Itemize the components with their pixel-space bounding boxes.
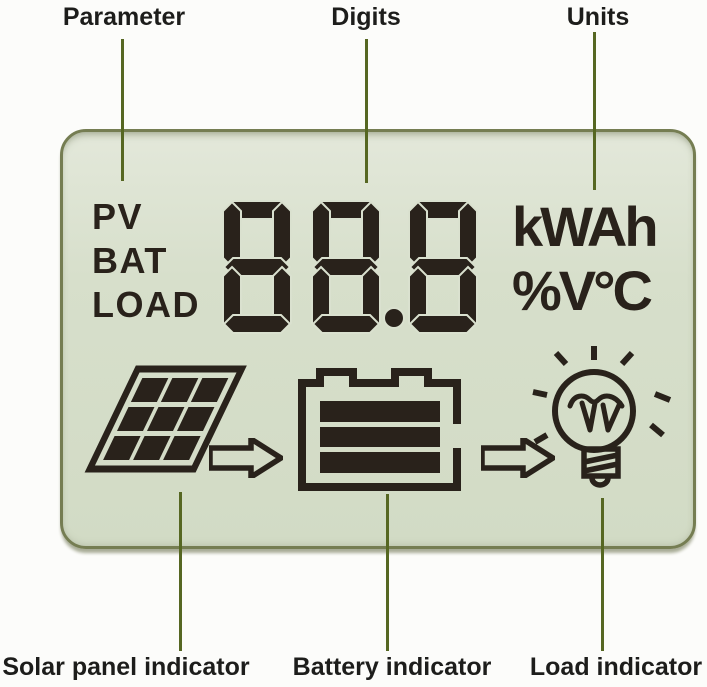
callout-line-parameter [121,39,124,181]
callout-line-battery-indicator [386,494,389,651]
seven-segment-digits [222,200,478,334]
right-arrow-icon [209,438,283,478]
decimal-point [383,307,405,329]
lcd-param-bat: BAT [92,240,168,281]
lcd-param-load: LOAD [92,284,200,325]
lcd-units: kWAh %V°C [512,195,659,323]
bulb-filament [567,393,625,433]
callout-line-units [593,32,596,190]
callout-line-load-indicator [601,498,604,651]
callout-label-digits: Digits [331,3,401,31]
callout-label-battery-indicator: Battery indicator [292,653,492,681]
callout-label-parameter: Parameter [62,3,186,31]
lcd-units-line1: kWAh [512,195,659,258]
digit-8 [222,200,292,334]
bulb-rays [532,346,672,445]
lcd-parameter-labels: PV BAT LOAD [92,195,200,327]
right-arrow-icon [481,438,555,478]
callout-line-solar-indicator [179,492,182,651]
lcd-units-line2: %V°C [512,259,653,322]
battery-icon [298,368,461,491]
callout-label-solar-indicator: Solar panel indicator [2,653,250,681]
digit-8 [311,200,381,334]
solar-panel-icon [84,365,247,473]
callout-label-units: Units [566,3,630,31]
light-bulb-icon [532,346,672,488]
callout-label-load-indicator: Load indicator [529,653,703,681]
lcd-param-pv: PV [92,196,144,237]
digit-8 [408,200,478,334]
callout-line-digits [365,39,368,183]
bulb-base [581,446,621,488]
